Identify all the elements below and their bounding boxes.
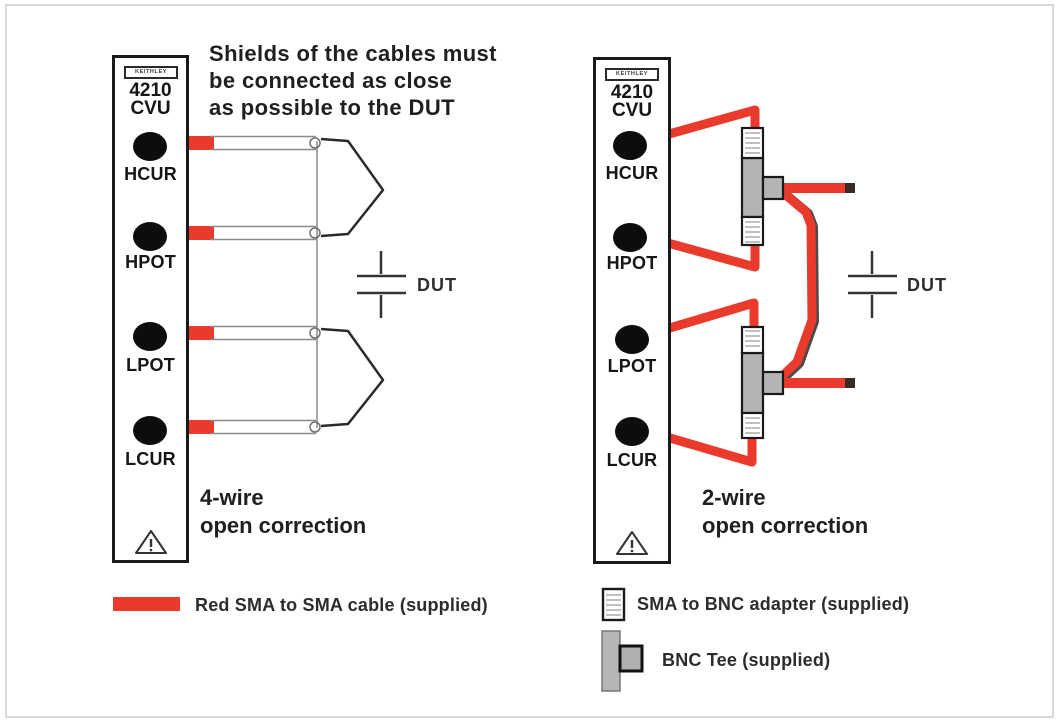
bnc-tee-bottom-stub	[761, 370, 785, 396]
bnc-tee-icon	[601, 630, 644, 692]
sma-bnc-adapter-1	[740, 126, 765, 160]
adapter-2-hatch	[745, 221, 760, 243]
hpot-shield-tube	[210, 225, 316, 241]
tee-jumper-cable	[777, 187, 817, 381]
shield-note: Shields of the cables must be connected …	[209, 40, 497, 121]
lcur-label-right: LCUR	[606, 450, 658, 470]
right-cvu-panel: KEITHLEY 4210 CVU HCUR HPOT LPOT LCUR	[593, 57, 671, 564]
hpot-connector-right	[613, 223, 647, 252]
bnc-tee-top-stub	[761, 175, 785, 201]
dut-capacitor-right	[848, 251, 897, 318]
model-number-right: 4210	[610, 82, 654, 103]
warning-triangle-icon	[616, 531, 648, 555]
hcur-label-left: HCUR	[124, 164, 177, 184]
shield-end-ring-3	[309, 327, 321, 339]
tee-legend-label: BNC Tee (supplied)	[662, 650, 831, 670]
top-cable-tip	[845, 183, 855, 193]
hcur-label-right: HCUR	[605, 163, 659, 183]
bnc-tee-top-assembly	[740, 126, 785, 247]
lpot-connector-right	[615, 325, 649, 354]
lcur-shield-tube	[210, 419, 316, 435]
adapter-1-hatch	[745, 132, 760, 154]
adapter-3-hatch	[745, 330, 760, 347]
shield-note-line1: Shields of the cables must	[209, 41, 497, 66]
low-pair-chevron	[320, 327, 385, 428]
red-cable-swatch	[113, 597, 180, 611]
dut-label-left: DUT	[417, 275, 457, 295]
hpot-label-left: HPOT	[125, 252, 176, 272]
adapter-legend-label: SMA to BNC adapter (supplied)	[637, 594, 910, 614]
unit-name-left: CVU	[130, 98, 171, 119]
open-cable-chevrons	[320, 137, 385, 428]
two-wire-caption-line2: open correction	[702, 513, 869, 538]
hcur-connector-left	[133, 132, 167, 161]
lcur-label-left: LCUR	[125, 449, 176, 469]
keithley-logo-left: KEITHLEY	[124, 66, 178, 79]
warning-triangle-icon	[134, 530, 167, 554]
bottom-cable-tip	[845, 378, 855, 388]
sma-bnc-adapter-4	[740, 411, 765, 440]
lpot-shield-tube	[210, 325, 316, 341]
model-number-left: 4210	[129, 80, 172, 101]
shield-end-ring-1	[309, 137, 321, 149]
lcur-connector-right	[615, 417, 649, 446]
shield-end-ring-2	[309, 227, 321, 239]
four-wire-caption: 4-wire open correction	[200, 484, 366, 540]
two-wire-caption-line1: 2-wire	[702, 485, 766, 510]
lcur-connector-left	[133, 416, 167, 445]
hpot-label-right: HPOT	[606, 253, 658, 273]
lpot-label-right: LPOT	[607, 356, 657, 376]
four-wire-caption-line1: 4-wire	[200, 485, 264, 510]
hcur-connector-right	[613, 131, 647, 160]
unit-name-right: CVU	[611, 100, 653, 121]
red-cable-legend-label: Red SMA to SMA cable (supplied)	[195, 595, 488, 615]
keithley-logo-right: KEITHLEY	[605, 68, 659, 81]
bnc-tee-bottom-body	[740, 351, 765, 415]
shield-note-line2: be connected as close	[209, 68, 453, 93]
bnc-tee-top-body	[740, 156, 765, 219]
dut-label-right: DUT	[907, 275, 947, 295]
sma-bnc-adapter-icon	[601, 587, 626, 622]
adapter-4-hatch	[745, 417, 760, 434]
left-cvu-panel: KEITHLEY 4210 CVU HCUR HPOT LPOT LCUR	[112, 55, 189, 563]
shield-end-ring-4	[309, 421, 321, 433]
sma-bnc-adapter-2	[740, 215, 765, 247]
hpot-connector-left	[133, 222, 167, 251]
hcur-shield-tube	[210, 135, 316, 151]
shield-tubes	[210, 135, 321, 435]
high-pair-chevron	[320, 137, 385, 238]
bnc-tee-bottom-assembly	[740, 325, 785, 440]
sma-bnc-adapter-3	[740, 325, 765, 355]
tee-jumper-cable-shadow	[780, 189, 819, 382]
dut-capacitor-left	[357, 251, 406, 318]
shield-note-line3: as possible to the DUT	[209, 95, 455, 120]
lpot-label-left: LPOT	[126, 355, 175, 375]
lpot-connector-left	[133, 322, 167, 351]
four-wire-caption-line2: open correction	[200, 513, 367, 538]
two-wire-caption: 2-wire open correction	[702, 484, 868, 540]
two-wire-red-cables	[642, 105, 855, 467]
